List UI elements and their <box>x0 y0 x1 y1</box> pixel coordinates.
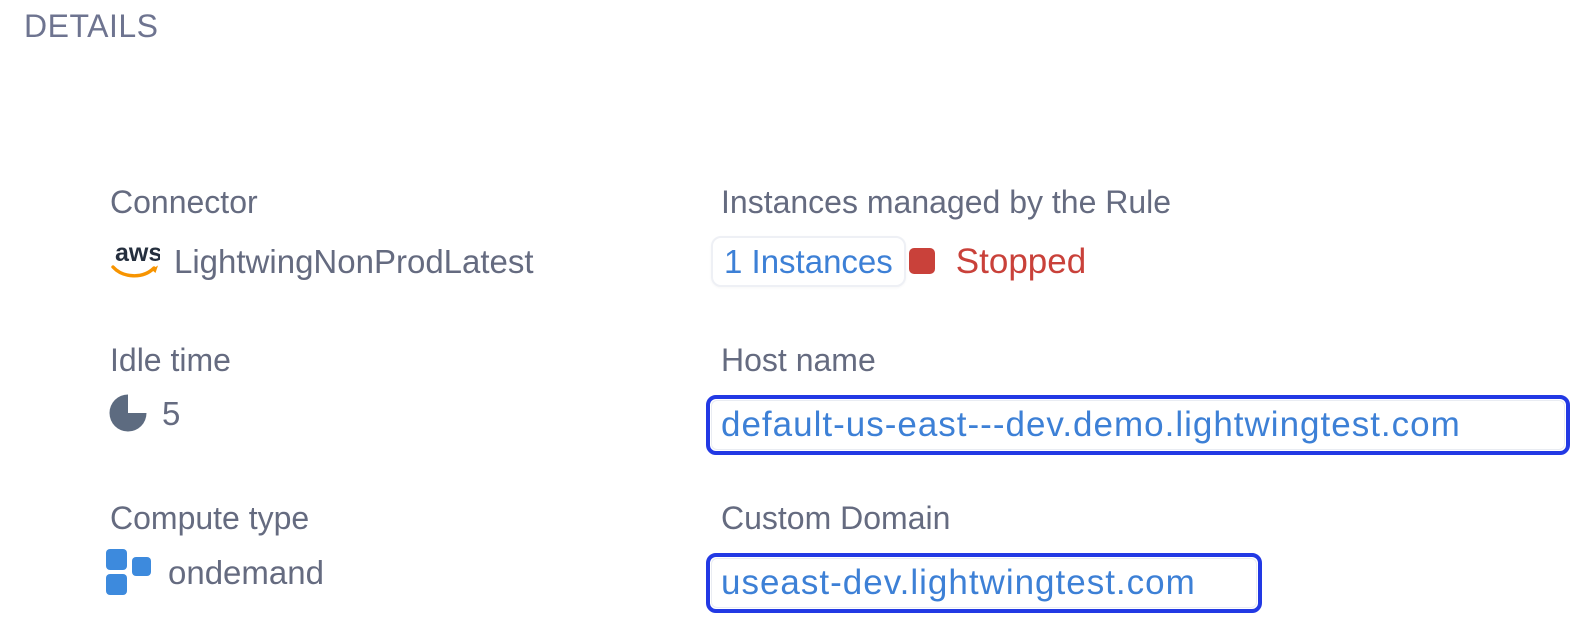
compute-type-label: Compute type <box>110 500 310 536</box>
stopped-status-icon <box>908 248 935 274</box>
connector-value-row: aws LightwingNonProdLatest <box>108 237 534 285</box>
custom-domain-link[interactable]: useast-dev.lightwingtest.com <box>711 558 1257 609</box>
host-name-link[interactable]: default-us-east---dev.demo.lightwingtest… <box>711 400 1565 451</box>
compute-type-value: ondemand <box>168 553 324 591</box>
svg-text:aws: aws <box>115 239 160 267</box>
connector-value: LightwingNonProdLatest <box>174 242 534 280</box>
idle-time-value: 5 <box>162 394 181 432</box>
instances-label: Instances managed by the Rule <box>721 184 1172 220</box>
host-name-label: Host name <box>721 342 876 378</box>
pie-chart-icon <box>108 393 148 433</box>
instances-status-text: Stopped <box>955 241 1087 281</box>
instances-count-link[interactable]: 1 Instances <box>711 235 906 287</box>
compute-type-value-row: ondemand <box>106 548 324 596</box>
instances-value-row: 1 Instances Stopped <box>711 234 1086 288</box>
connector-label: Connector <box>110 184 258 220</box>
page-title: DETAILS <box>24 8 159 44</box>
aws-icon: aws <box>108 238 160 284</box>
host-name-box: default-us-east---dev.demo.lightwingtest… <box>706 395 1570 456</box>
custom-domain-box: useast-dev.lightwingtest.com <box>706 553 1262 614</box>
custom-domain-label: Custom Domain <box>721 500 951 536</box>
blocks-icon <box>106 549 154 595</box>
idle-time-label: Idle time <box>110 342 231 378</box>
idle-time-value-row: 5 <box>108 392 180 434</box>
